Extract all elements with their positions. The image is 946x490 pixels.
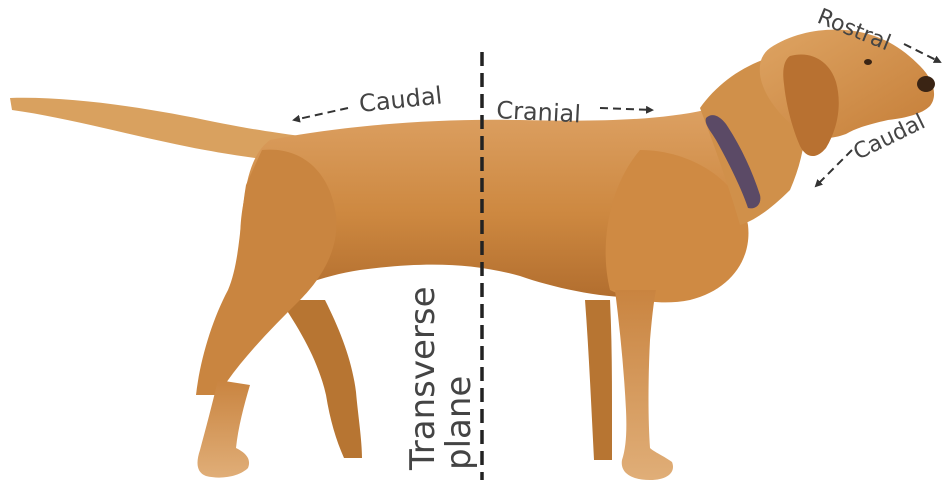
dog-front-leg-near — [615, 290, 673, 480]
dog-front-leg-far — [585, 300, 612, 460]
label-caudal-body: Caudal — [358, 81, 444, 118]
caudal-head-arrow — [816, 150, 852, 186]
dog-hind-leg-far — [280, 300, 362, 458]
label-cranial: Cranial — [496, 96, 582, 128]
dog-tail — [10, 98, 300, 162]
cranial-arrow — [600, 108, 652, 110]
dog-eye — [864, 59, 872, 65]
caudal-body-arrow — [294, 108, 348, 120]
dog-nose — [917, 76, 935, 92]
label-plane: plane — [439, 376, 479, 470]
label-transverse: Transverse — [403, 287, 443, 472]
